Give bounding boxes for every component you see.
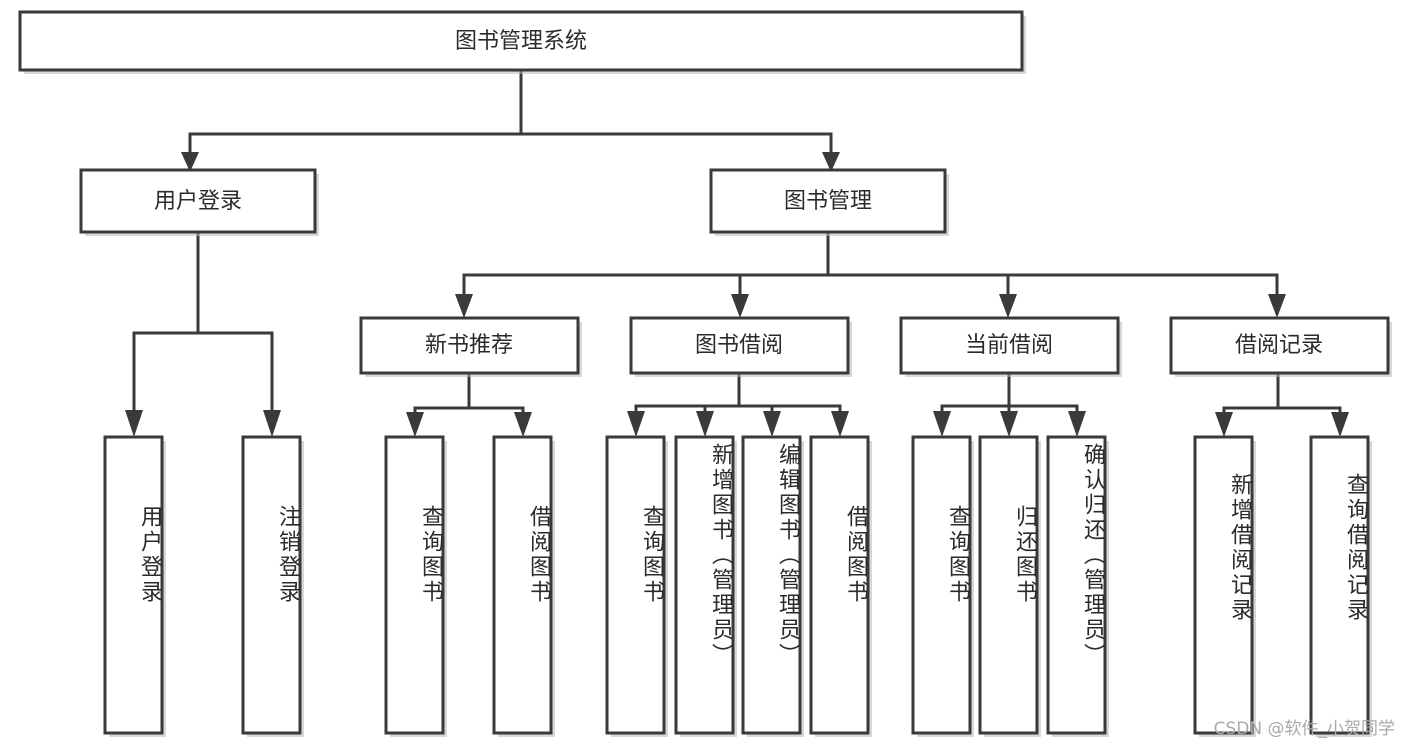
node-leaf-current-borrow-2[interactable]	[978, 435, 1041, 737]
node-book-management[interactable]: 图书管理	[709, 168, 949, 236]
node-leaf-new-book-2[interactable]	[492, 435, 555, 737]
node-leaf-borrow-record-1[interactable]	[1193, 435, 1256, 737]
arrow-userlogin-leaf-2	[263, 410, 281, 437]
node-user-login-label: 用户登录	[154, 189, 242, 214]
node-new-book-recommend[interactable]: 新书推荐	[359, 316, 582, 377]
node-root-system-label: 图书管理系统	[455, 29, 587, 54]
arrow-borrowrecord-leaf-2	[1331, 412, 1349, 437]
node-leaf-book-borrow-2[interactable]	[674, 435, 737, 737]
arrow-currentborrow-leaf-2	[1000, 411, 1018, 437]
node-leaf-book-borrow-1[interactable]	[605, 435, 668, 737]
connector-group	[125, 68, 1349, 437]
node-current-borrow-label: 当前借阅	[965, 333, 1053, 358]
arrow-bookborrow-leaf-1	[627, 411, 645, 437]
node-book-management-label: 图书管理	[784, 189, 872, 214]
node-borrow-record[interactable]: 借阅记录	[1169, 316, 1392, 377]
arrow-bookborrow-leaf-4	[831, 411, 849, 437]
watermark-text: CSDN @软件_小贺同学	[1213, 719, 1395, 739]
node-leaf-borrow-record-2[interactable]	[1309, 435, 1372, 737]
arrow-userlogin-leaf-1	[125, 410, 143, 437]
arrow-currentborrow-leaf-1	[933, 411, 951, 437]
arrow-bookborrow-leaf-3	[763, 411, 781, 437]
arrow-bookmgmt-to-current-borrow	[999, 294, 1017, 318]
arrow-bookborrow-leaf-2	[696, 411, 714, 437]
node-current-borrow[interactable]: 当前借阅	[899, 316, 1122, 377]
node-new-book-recommend-label: 新书推荐	[425, 333, 513, 358]
arrow-bookmgmt-to-new-book	[455, 294, 473, 318]
node-leaf-user-login-2[interactable]	[241, 435, 304, 737]
arrow-root-to-book-mgmt	[822, 152, 840, 172]
node-borrow-record-label: 借阅记录	[1235, 333, 1323, 358]
node-user-login[interactable]: 用户登录	[79, 168, 319, 236]
arrow-root-to-user-login	[181, 152, 199, 172]
node-leaf-current-borrow-1[interactable]	[911, 435, 974, 737]
node-leaf-book-borrow-3[interactable]	[741, 435, 804, 737]
node-leaf-book-borrow-4[interactable]	[809, 435, 872, 737]
node-leaf-current-borrow-3[interactable]	[1046, 435, 1109, 737]
node-book-borrow-label: 图书借阅	[695, 333, 783, 358]
node-leaf-user-login-1[interactable]	[103, 435, 166, 737]
arrow-newbook-leaf-2	[514, 412, 532, 437]
node-root-system[interactable]: 图书管理系统	[18, 10, 1026, 74]
node-leaf-new-book-1[interactable]	[384, 435, 447, 737]
arrow-currentborrow-leaf-3	[1068, 411, 1086, 437]
node-book-borrow[interactable]: 图书借阅	[629, 316, 852, 377]
arrow-newbook-leaf-1	[406, 412, 424, 437]
arrow-borrowrecord-leaf-1	[1215, 412, 1233, 437]
arrow-bookmgmt-to-book-borrow	[731, 294, 749, 318]
arrow-bookmgmt-to-borrow-record	[1268, 294, 1286, 318]
